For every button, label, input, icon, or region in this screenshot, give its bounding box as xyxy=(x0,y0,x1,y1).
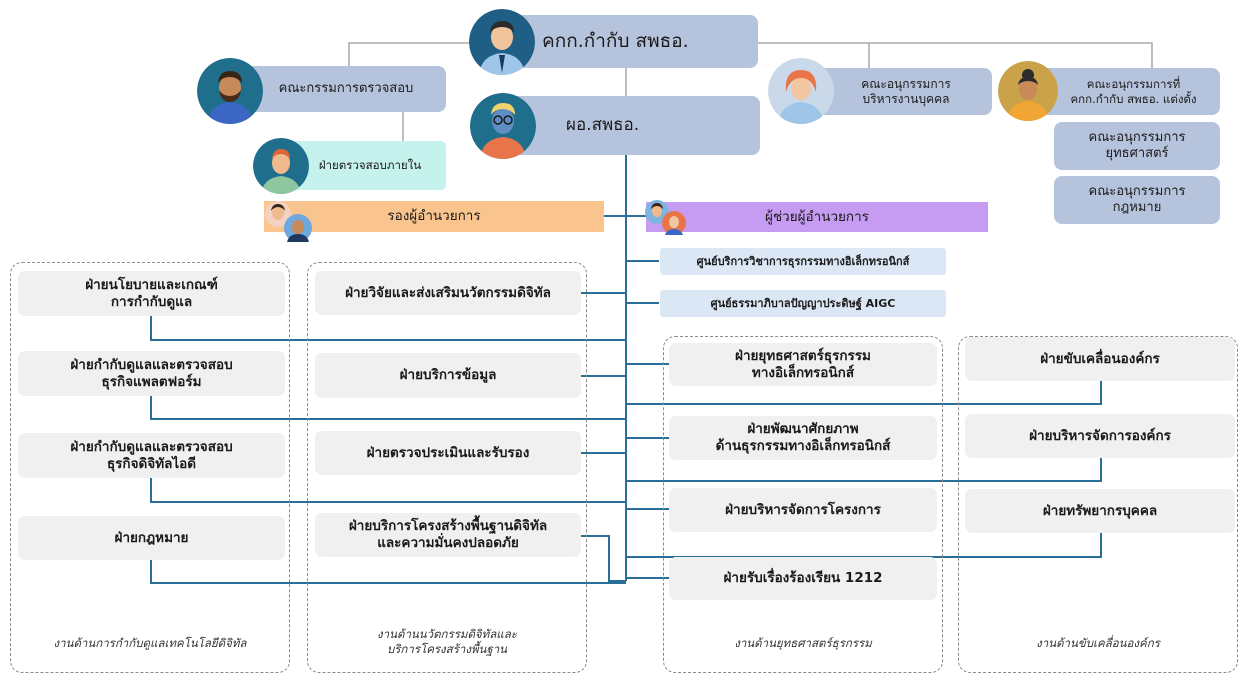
strategy-subcommittee-label: คณะอนุกรรมการ ยุทธศาสตร์ xyxy=(1088,129,1186,161)
dept-label: ฝ่ายตรวจประเมินและรับรอง xyxy=(366,444,530,461)
center-aigc-label: ศูนย์ธรรมาภิบาลปัญญาประดิษฐ์ AIGC xyxy=(710,296,896,310)
dept-legal-box: ฝ่ายกฎหมาย xyxy=(18,516,285,560)
dept-infrastructure-security-box: ฝ่ายบริการโครงสร้างพื้นฐานดิจิทัล และควา… xyxy=(315,513,581,557)
dept-label: ฝ่ายบริหารจัดการโครงการ xyxy=(725,501,881,518)
deputy-director-box: รองผู้อำนวยการ xyxy=(264,201,604,232)
group-strategy-frame xyxy=(663,336,943,673)
dept-label: ฝ่ายกำกับดูแลและตรวจสอบ ธุรกิจแพลตฟอร์ม xyxy=(70,356,233,390)
appointed-member-avatar-icon xyxy=(998,61,1058,121)
auditor-avatar-icon xyxy=(253,138,309,194)
appointed-subcommittee-label: คณะอนุกรรมการที่ คกก.กำกับ สพธอ. แต่งตั้… xyxy=(1070,77,1197,106)
dept-human-resources-box: ฝ่ายทรัพยากรบุคคล xyxy=(965,489,1235,533)
hr-subcommittee-label: คณะอนุกรรมการ บริหารงานบุคคล xyxy=(861,76,951,106)
dept-label: ฝ่ายพัฒนาศักยภาพ ด้านธุรกรรมทางอิเล็กทรอ… xyxy=(715,421,891,454)
assistant-avatars-icon xyxy=(644,199,688,237)
dept-label: ฝ่ายบริการข้อมูล xyxy=(399,367,497,384)
dept-label: ฝ่ายรับเรื่องร้องเรียน 1212 xyxy=(723,570,883,587)
hr-member-avatar-icon xyxy=(768,58,834,124)
dept-transaction-strategy-box: ฝ่ายยุทธศาสตร์ธุรกรรม ทางอิเล็กทรอนิกส์ xyxy=(669,343,937,386)
dept-label: ฝ่ายทรัพยากรบุคคล xyxy=(1042,502,1158,519)
dept-label: ฝ่ายขับเคลื่อนองค์กร xyxy=(1040,350,1160,367)
deputy-avatars-icon xyxy=(263,198,315,244)
board-label: คกก.กำกับ สพธอ. xyxy=(542,29,689,52)
board-box: คกก.กำกับ สพธอ. xyxy=(498,15,758,68)
dept-project-management-box: ฝ่ายบริหารจัดการโครงการ xyxy=(669,488,937,532)
dept-capacity-development-box: ฝ่ายพัฒนาศักยภาพ ด้านธุรกรรมทางอิเล็กทรอ… xyxy=(669,416,937,460)
dept-label: ฝ่ายกฎหมาย xyxy=(114,529,189,546)
dept-assessment-certification-box: ฝ่ายตรวจประเมินและรับรอง xyxy=(315,431,581,475)
center-academic-box: ศูนย์บริการวิชาการธุรกรรมทางอิเล็กทรอนิก… xyxy=(660,248,946,275)
dept-label: ฝ่ายยุทธศาสตร์ธุรกรรม ทางอิเล็กทรอนิกส์ xyxy=(735,347,871,381)
board-chair-avatar-icon xyxy=(469,9,535,75)
group-regulation-caption: งานด้านการกำกับดูแลเทคโนโลยีดิจิทัล xyxy=(53,636,247,650)
center-academic-label: ศูนย์บริการวิชาการธุรกรรมทางอิเล็กทรอนิก… xyxy=(696,254,910,268)
law-subcommittee-box: คณะอนุกรรมการ กฎหมาย xyxy=(1054,176,1220,224)
deputy-director-label: รองผู้อำนวยการ xyxy=(387,208,481,225)
dept-research-innovation-box: ฝ่ายวิจัยและส่งเสริมนวัตกรรมดิจิทัล xyxy=(315,271,581,315)
dept-platform-regulation-box: ฝ่ายกำกับดูแลและตรวจสอบ ธุรกิจแพลตฟอร์ม xyxy=(18,351,285,396)
dept-org-management-box: ฝ่ายบริหารจัดการองค์กร xyxy=(965,414,1235,458)
dept-org-drive-box: ฝ่ายขับเคลื่อนองค์กร xyxy=(965,337,1235,381)
group-regulation-frame xyxy=(10,262,290,673)
audit-member-avatar-icon xyxy=(197,58,263,124)
center-aigc-box: ศูนย์ธรรมาภิบาลปัญญาประดิษฐ์ AIGC xyxy=(660,290,946,317)
strategy-subcommittee-box: คณะอนุกรรมการ ยุทธศาสตร์ xyxy=(1054,122,1220,170)
internal-audit-label: ฝ่ายตรวจสอบภายใน xyxy=(318,158,422,173)
dept-regulation-policy-box: ฝ่ายนโยบายและเกณฑ์ การกำกับดูแล xyxy=(18,271,285,316)
dept-label: ฝ่ายวิจัยและส่งเสริมนวัตกรรมดิจิทัล xyxy=(345,284,551,301)
group-org-frame xyxy=(958,336,1238,673)
dept-label: ฝ่ายบริการโครงสร้างพื้นฐานดิจิทัล และควา… xyxy=(348,518,548,551)
dept-label: ฝ่ายกำกับดูแลและตรวจสอบ ธุรกิจดิจิทัลไอด… xyxy=(70,438,233,472)
director-box: ผอ.สพธอ. xyxy=(500,96,760,155)
audit-committee-label: คณะกรรมการตรวจสอบ xyxy=(278,80,414,96)
dept-label: ฝ่ายนโยบายและเกณฑ์ การกำกับดูแล xyxy=(85,276,218,310)
dept-data-service-box: ฝ่ายบริการข้อมูล xyxy=(315,353,581,398)
group-strategy-caption: งานด้านยุทธศาสตร์ธุรกรรม xyxy=(734,636,872,650)
director-label: ผอ.สพธอ. xyxy=(566,114,640,135)
director-avatar-icon xyxy=(470,93,536,159)
law-subcommittee-label: คณะอนุกรรมการ กฎหมาย xyxy=(1088,183,1186,215)
assistant-director-box: ผู้ช่วยผู้อำนวยการ xyxy=(646,202,988,232)
assistant-director-label: ผู้ช่วยผู้อำนวยการ xyxy=(765,208,869,225)
dept-complaints-1212-box: ฝ่ายรับเรื่องร้องเรียน 1212 xyxy=(669,557,937,600)
dept-label: ฝ่ายบริหารจัดการองค์กร xyxy=(1029,427,1171,444)
group-innovation-caption: งานด้านนวัตกรรมดิจิทัลและ บริการโครงสร้า… xyxy=(377,627,517,656)
dept-digital-id-regulation-box: ฝ่ายกำกับดูแลและตรวจสอบ ธุรกิจดิจิทัลไอด… xyxy=(18,433,285,478)
group-innovation-frame xyxy=(307,262,587,673)
group-org-caption: งานด้านขับเคลื่อนองค์กร xyxy=(1036,636,1160,650)
